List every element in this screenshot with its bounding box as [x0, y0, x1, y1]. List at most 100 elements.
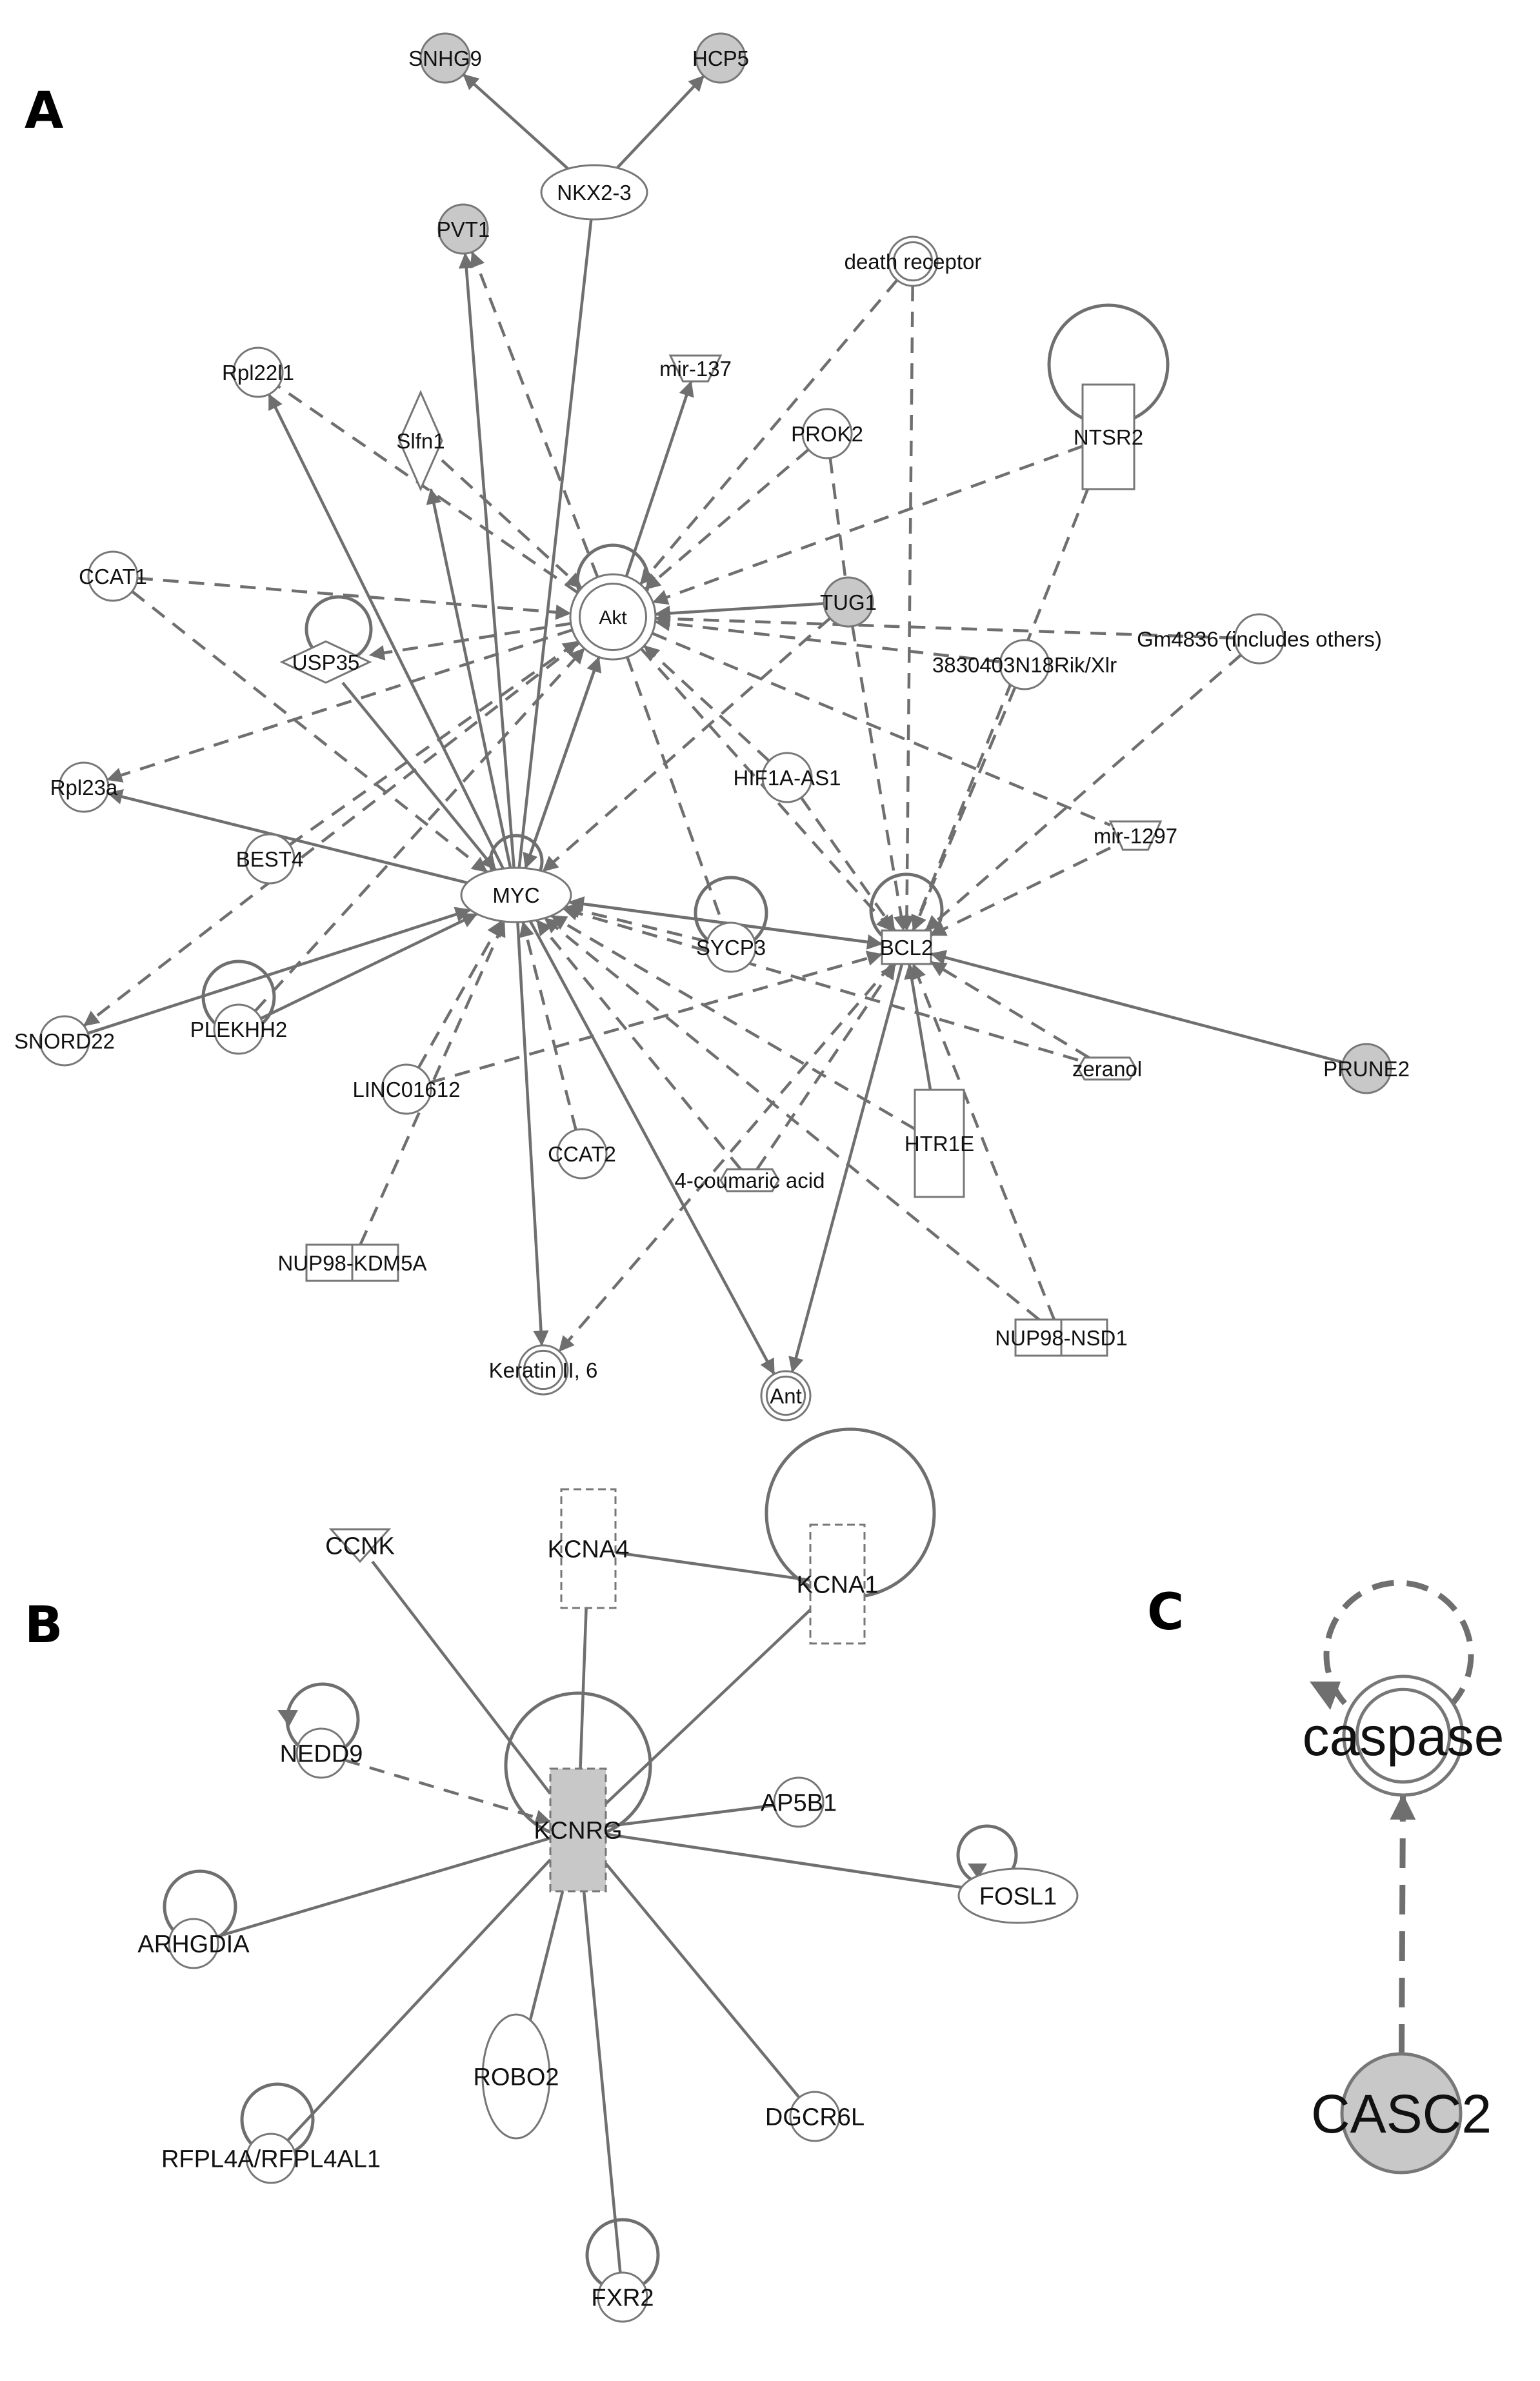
node-nup98kdm5a[interactable]: NUP98-KDM5A	[277, 1243, 427, 1282]
node-label: mir-1297	[1094, 824, 1177, 848]
node-shape	[87, 550, 139, 602]
edge-ccat1-akt	[137, 576, 572, 620]
node-ccnk[interactable]: CCNK	[325, 1528, 395, 1563]
node-rik[interactable]: 3830403N18Rik/Xlr	[932, 639, 1117, 690]
node-label: HCP5	[692, 46, 749, 70]
edge-arhgdia-kcnrg	[216, 1836, 551, 1938]
edge-tug1-bcl2	[851, 626, 909, 932]
edge-nkx23-hcp5	[616, 75, 705, 169]
edge-prune2-bcl2	[930, 950, 1343, 1064]
node-shape	[244, 833, 295, 885]
node-ntsr2[interactable]: NTSR2	[1074, 383, 1143, 490]
node-zeranol[interactable]: zeranol	[1072, 1056, 1142, 1081]
node-fosl1[interactable]: FOSL1	[957, 1867, 1079, 1924]
node-prune2[interactable]: PRUNE2	[1323, 1043, 1410, 1094]
node-best4[interactable]: BEST4	[236, 833, 304, 885]
node-dgcr6l[interactable]: DGCR6L	[765, 2091, 865, 2142]
node-kcna1[interactable]: KCNA1	[797, 1523, 879, 1645]
node-prok2[interactable]: PROK2	[791, 408, 863, 459]
node-deathr[interactable]: death receptor	[845, 236, 982, 287]
node-label: Keratin II, 6	[489, 1358, 598, 1382]
node-kcnrg[interactable]: KCNRG	[534, 1767, 623, 1893]
edge-plekhh2-myc	[260, 912, 478, 1020]
node-shape	[719, 1168, 780, 1192]
node-ccat1[interactable]: CCAT1	[79, 550, 147, 602]
node-label: KCNRG	[534, 1818, 622, 1845]
node-fxr2[interactable]: FXR2	[591, 2271, 654, 2323]
node-ap5b1[interactable]: AP5B1	[761, 1776, 837, 1828]
node-coumaric[interactable]: 4-coumaric acid	[675, 1168, 825, 1192]
node-label: zeranol	[1072, 1057, 1142, 1081]
edge-ccat2-myc	[519, 921, 577, 1130]
node-mir137[interactable]: mir-137	[659, 354, 732, 383]
panel-label-c: C	[1147, 1583, 1184, 1642]
node-slfn1[interactable]: Slfn1	[396, 390, 445, 492]
node-rpl22l1[interactable]: Rpl22l1	[222, 347, 294, 398]
node-pvt1[interactable]: PVT1	[437, 203, 490, 255]
edge-myc-rpl23a	[106, 789, 468, 885]
node-robo2[interactable]: ROBO2	[473, 2013, 559, 2140]
node-bcl2[interactable]: BCL2	[880, 929, 934, 965]
node-rfpl4a[interactable]: RFPL4A/RFPL4AL1	[161, 2133, 381, 2184]
node-label: death receptor	[845, 250, 982, 274]
edge-nedd9-kcnrg	[344, 1758, 552, 1825]
edge-linc01612-myc	[417, 920, 503, 1069]
node-casc2[interactable]: CASC2	[1311, 2052, 1492, 2175]
node-sycp3[interactable]: SYCP3	[696, 921, 766, 973]
node-tug1[interactable]: TUG1	[820, 576, 877, 628]
node-shape	[213, 1003, 265, 1055]
edge-myc-pvt1	[458, 252, 515, 869]
node-mir1297[interactable]: mir-1297	[1094, 820, 1177, 851]
node-label: CCAT2	[548, 1142, 616, 1166]
node-caspase[interactable]: caspase	[1303, 1674, 1505, 1797]
node-label: caspase	[1303, 1706, 1505, 1767]
edge-dgcr6l-kcnrg	[605, 1862, 801, 2099]
edge-tug1-myc	[542, 617, 831, 873]
node-gm4836[interactable]: Gm4836 (includes others)	[1137, 613, 1382, 665]
node-ant[interactable]: Ant	[760, 1370, 812, 1422]
node-label: CCAT1	[79, 565, 147, 588]
node-kcna4[interactable]: KCNA4	[548, 1488, 630, 1609]
node-rpl23a[interactable]: Rpl23a	[50, 761, 118, 813]
node-label: Rpl22l1	[222, 361, 294, 385]
node-hif1aas1[interactable]: HIF1A-AS1	[734, 752, 841, 803]
edge-bcl2-keratin	[558, 963, 894, 1352]
node-keratin[interactable]: Keratin II, 6	[489, 1344, 598, 1396]
node-arhgdia[interactable]: ARHGDIA	[137, 1918, 250, 1969]
node-hcp5[interactable]: HCP5	[692, 32, 749, 84]
node-nkx23[interactable]: NKX2-3	[540, 164, 648, 221]
edge-rfpl4a-kcnrg	[286, 1858, 552, 2142]
node-ccat2[interactable]: CCAT2	[548, 1128, 616, 1180]
node-snhg9[interactable]: SNHG9	[408, 32, 482, 84]
edge-nup98kdm5a-myc	[359, 920, 506, 1245]
edge-myc-rpl22l1	[267, 393, 505, 870]
edges	[83, 73, 1416, 2273]
node-nup98nsd1[interactable]: NUP98-NSD1	[995, 1318, 1128, 1357]
edge-robo2-kcnrg	[528, 1891, 565, 2021]
node-myc[interactable]: MYC	[460, 867, 572, 923]
node-shape	[668, 354, 723, 383]
node-snord22[interactable]: SNORD22	[14, 1015, 115, 1067]
node-linc01612[interactable]: LINC01612	[353, 1063, 461, 1115]
node-nedd9[interactable]: NEDD9	[280, 1727, 363, 1779]
node-akt[interactable]: Akt	[569, 573, 657, 661]
node-htr1e[interactable]: HTR1E	[905, 1089, 974, 1198]
node-shape	[761, 752, 813, 803]
node-shape	[232, 347, 284, 398]
node-label: SNHG9	[408, 46, 482, 70]
node-usp35[interactable]: USP35	[279, 640, 372, 684]
node-label: ROBO2	[473, 2064, 559, 2091]
panel-label-a: A	[25, 82, 63, 140]
edge-htr1e-myc	[550, 914, 916, 1130]
edge-usp35-myc	[341, 681, 497, 871]
node-label: CCNK	[325, 1533, 395, 1560]
edge-bcl2-ant	[788, 963, 904, 1373]
node-label: BEST4	[236, 847, 304, 871]
node-label: NTSR2	[1074, 425, 1143, 449]
node-plekhh2[interactable]: PLEKHH2	[190, 1003, 287, 1055]
node-shape	[597, 2271, 648, 2323]
edge-myc-keratin	[516, 921, 549, 1347]
edge-akt-rpl23a	[106, 628, 573, 783]
node-shape	[957, 1867, 1079, 1924]
